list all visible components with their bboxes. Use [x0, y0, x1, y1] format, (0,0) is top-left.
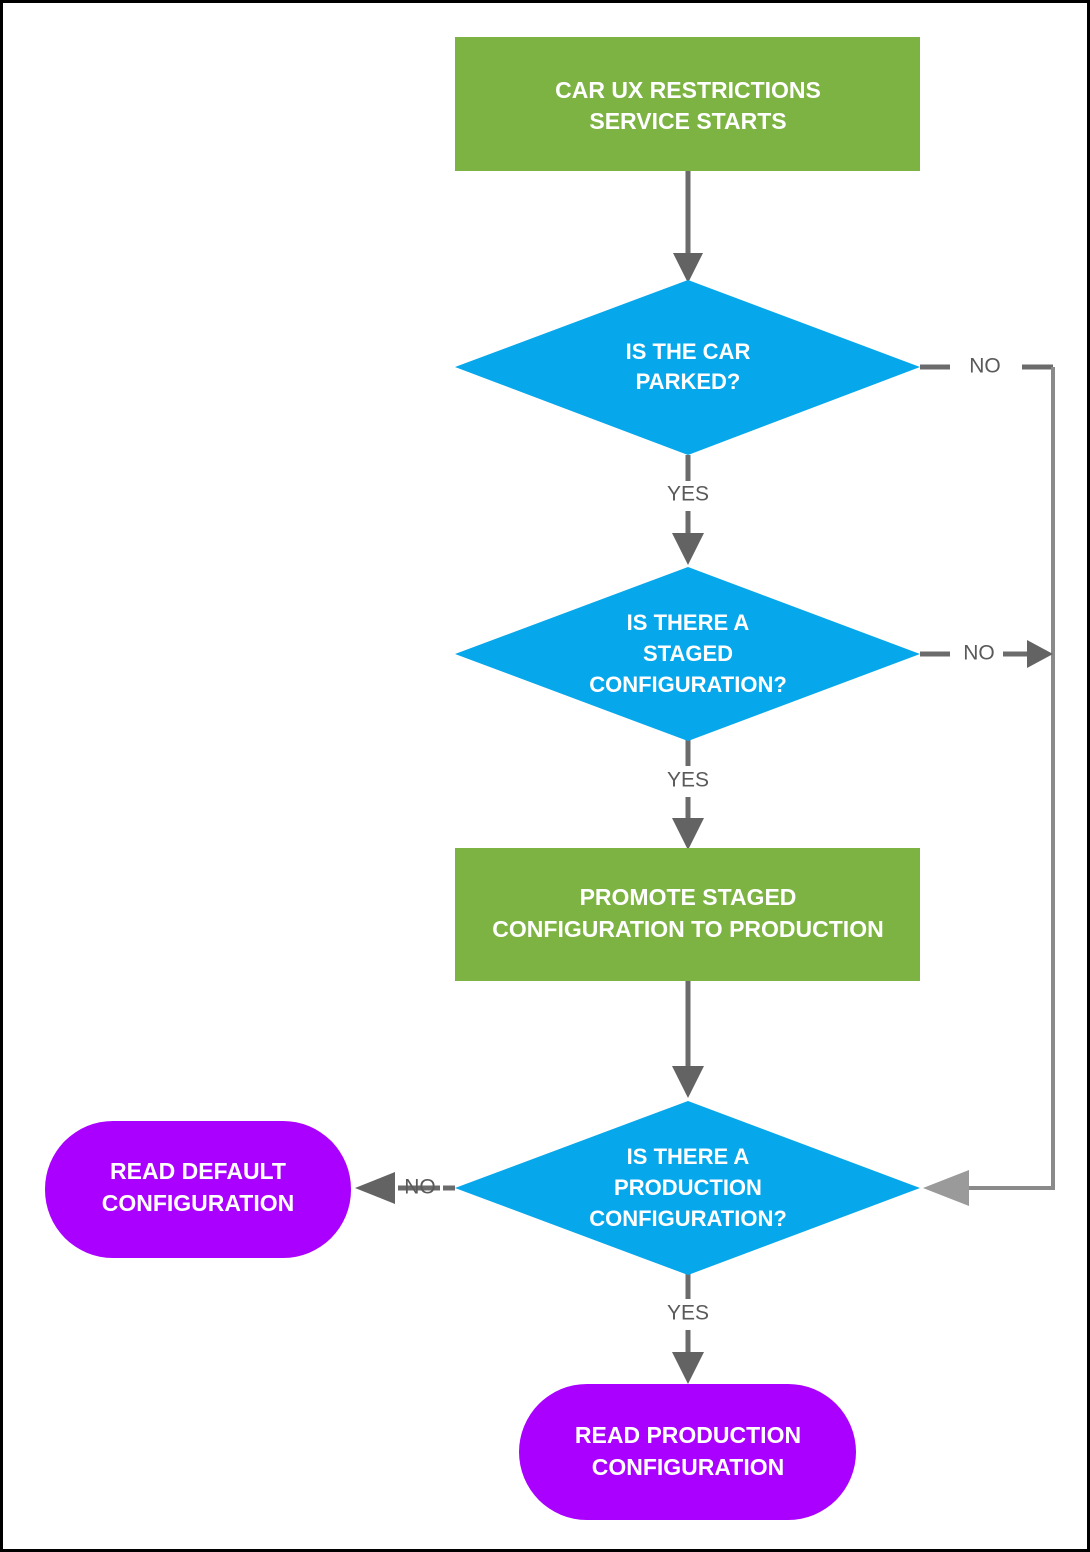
node-terminal-read-production-line2: CONFIGURATION [592, 1454, 785, 1480]
edge-rail-path [966, 367, 1055, 1190]
node-decision-car-parked-shape[interactable] [455, 280, 920, 455]
node-decision-production-config-line2: PRODUCTION [614, 1175, 762, 1200]
edge-promote-to-production [672, 980, 704, 1098]
arrowhead-icon [1027, 640, 1053, 668]
node-process-promote-staged[interactable]: PROMOTE STAGED CONFIGURATION TO PRODUCTI… [455, 848, 920, 981]
node-process-promote-staged-line2: CONFIGURATION TO PRODUCTION [492, 916, 883, 942]
edge-label-production-yes: YES [667, 1302, 709, 1325]
flowchart-svg: YES NO YES NO [45, 37, 1055, 1520]
node-decision-production-config-line3: CONFIGURATION? [589, 1206, 787, 1231]
node-terminal-read-default-line2: CONFIGURATION [102, 1190, 295, 1216]
node-start-shape[interactable] [455, 37, 920, 171]
edge-production-yes: YES [667, 1273, 709, 1384]
node-decision-staged-config[interactable]: IS THERE A STAGED CONFIGURATION? [455, 567, 920, 741]
node-decision-production-config-shape[interactable] [455, 1101, 920, 1275]
node-terminal-read-production-line1: READ PRODUCTION [575, 1422, 801, 1448]
arrowhead-icon [672, 818, 704, 850]
arrowhead-icon [672, 1066, 704, 1098]
node-process-promote-staged-shape[interactable] [455, 848, 920, 981]
node-decision-production-config-line1: IS THERE A [627, 1144, 750, 1169]
node-terminal-read-default[interactable]: READ DEFAULT CONFIGURATION [45, 1121, 351, 1258]
node-terminal-read-default-line1: READ DEFAULT [110, 1158, 286, 1184]
node-terminal-read-default-shape[interactable] [45, 1121, 351, 1258]
edge-label-staged-no: NO [963, 642, 995, 665]
node-start[interactable]: CAR UX RESTRICTIONS SERVICE STARTS [455, 37, 920, 171]
edge-start-to-parked [673, 171, 703, 283]
edge-parked-no: NO [920, 355, 1053, 378]
edge-label-parked-yes: YES [667, 483, 709, 506]
node-process-promote-staged-line1: PROMOTE STAGED [580, 884, 797, 910]
edge-staged-no: NO [920, 640, 1053, 668]
node-start-line2: SERVICE STARTS [589, 108, 786, 134]
arrowhead-icon [923, 1170, 969, 1206]
arrowhead-icon [672, 533, 704, 565]
edge-parked-yes: YES [667, 455, 709, 565]
node-decision-staged-config-line2: STAGED [643, 641, 733, 666]
node-decision-car-parked-line1: IS THE CAR [626, 339, 751, 364]
node-decision-car-parked[interactable]: IS THE CAR PARKED? [455, 280, 920, 455]
edge-staged-yes: YES [667, 740, 709, 850]
arrowhead-icon [673, 253, 703, 283]
node-terminal-read-production[interactable]: READ PRODUCTION CONFIGURATION [519, 1384, 856, 1520]
node-start-line1: CAR UX RESTRICTIONS [555, 77, 821, 103]
edge-production-no: NO [355, 1172, 455, 1204]
node-terminal-read-production-shape[interactable] [519, 1384, 856, 1520]
edge-right-rail-to-production [923, 367, 1055, 1206]
node-decision-car-parked-line2: PARKED? [636, 369, 741, 394]
arrowhead-icon [355, 1172, 395, 1204]
node-decision-staged-config-shape[interactable] [455, 567, 920, 741]
edge-label-production-no: NO [404, 1176, 436, 1199]
arrowhead-icon [672, 1352, 704, 1384]
edge-label-staged-yes: YES [667, 769, 709, 792]
edge-label-parked-no: NO [969, 355, 1001, 378]
node-decision-staged-config-line1: IS THERE A [627, 610, 750, 635]
node-decision-production-config[interactable]: IS THERE A PRODUCTION CONFIGURATION? [455, 1101, 920, 1275]
node-decision-staged-config-line3: CONFIGURATION? [589, 672, 787, 697]
